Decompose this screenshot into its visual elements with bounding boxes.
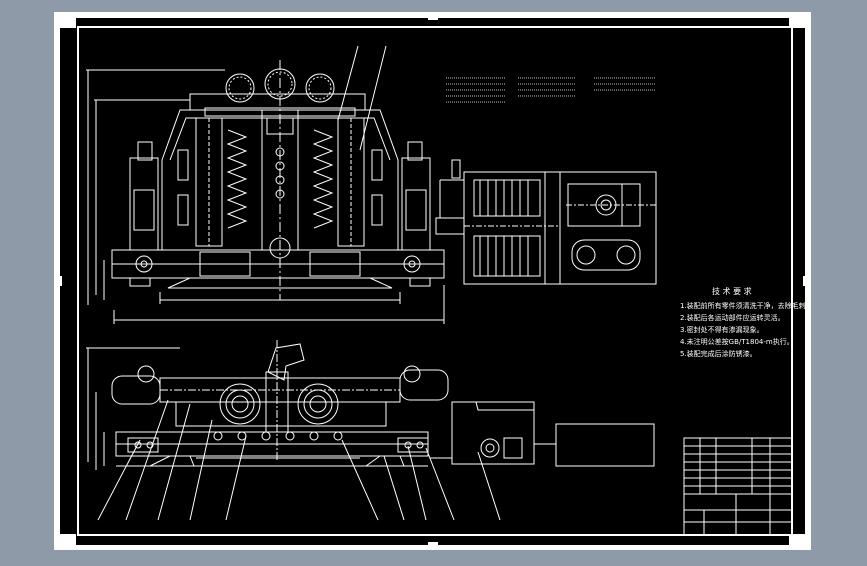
gear-left <box>225 73 255 103</box>
technical-requirements: 技 术 要 求 1.装配前所有零件须清洗干净，去除毛刺。 2.装配后各运动部件应… <box>680 286 813 358</box>
corner-marks <box>54 12 811 550</box>
drawing-paper <box>60 18 805 545</box>
tech-req-line: 1.装配前所有零件须清洗干净，去除毛刺。 <box>680 301 813 310</box>
tech-req-line: 5.装配完成后涂防锈漆。 <box>680 349 757 358</box>
gear-right <box>305 73 335 103</box>
tech-req-line: 2.装配后各运动部件应运转灵活。 <box>680 313 785 322</box>
tech-req-line: 4.未注明公差按GB/T1804-m执行。 <box>680 337 794 346</box>
drawing-frame <box>77 26 793 536</box>
tech-req-heading: 技 术 要 求 <box>712 286 752 296</box>
side-view <box>435 159 657 285</box>
balloon-leaders <box>97 399 501 521</box>
notes-block <box>446 77 656 103</box>
plan-view <box>86 340 655 470</box>
title-block <box>683 437 793 536</box>
tech-req-line: 3.密封处不得有渗漏现象。 <box>680 325 764 334</box>
front-view <box>86 45 445 324</box>
